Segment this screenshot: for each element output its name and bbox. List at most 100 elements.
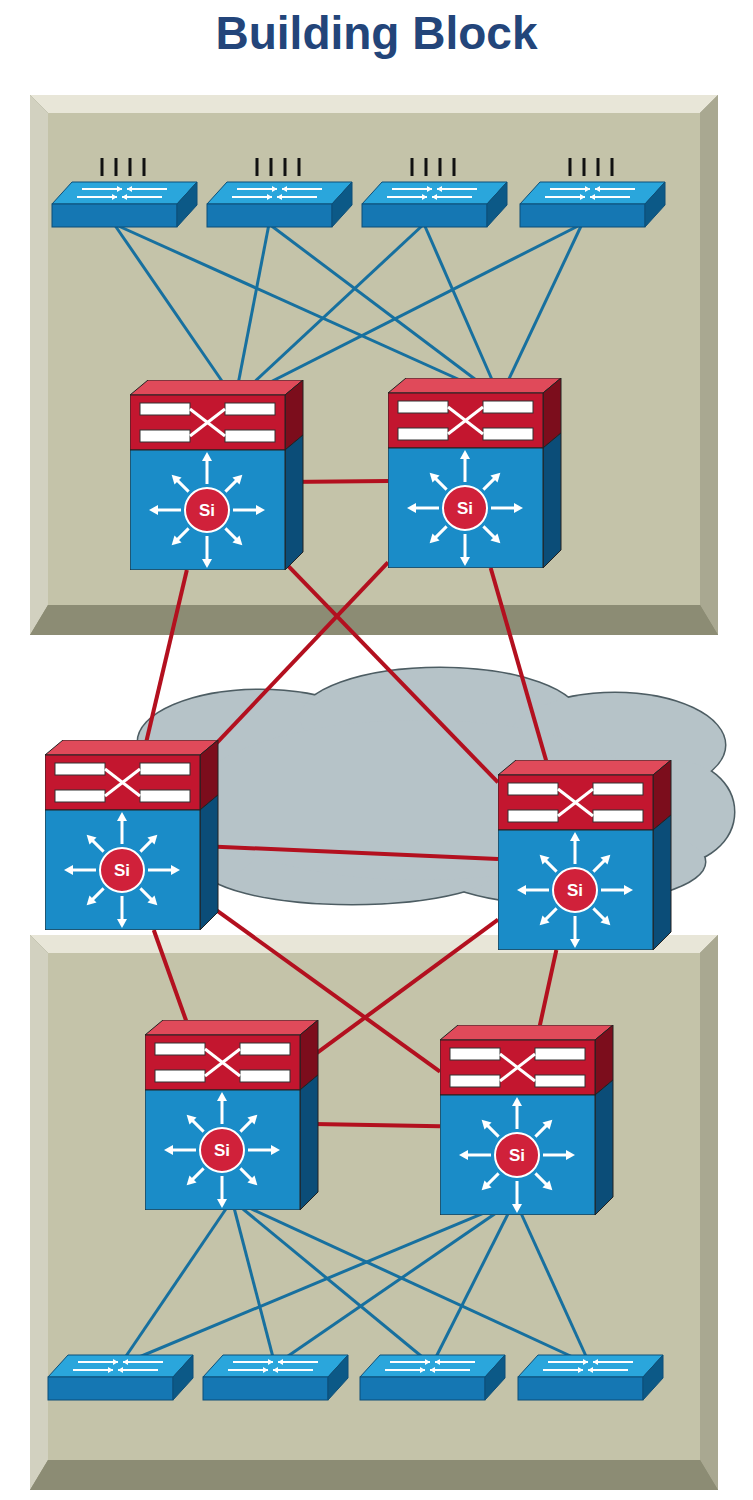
arrow-head <box>585 186 590 192</box>
arrow-stroke <box>545 196 585 198</box>
switch-side-blue <box>543 433 561 568</box>
switch-side <box>487 182 507 227</box>
si-badge <box>553 868 597 912</box>
switch-label: Si <box>509 1147 525 1164</box>
arrow-stroke <box>435 1361 475 1363</box>
radial-arrow-head <box>187 1115 197 1125</box>
arrow-head <box>127 186 132 192</box>
radial-arrow-head <box>482 1120 492 1130</box>
trunk-link <box>200 562 388 760</box>
panel-face <box>48 953 700 1460</box>
arrow-head <box>278 1359 283 1365</box>
access-uplink <box>275 1200 515 1365</box>
trunk-link <box>200 846 498 859</box>
arrow-stroke <box>127 188 167 190</box>
arrow-stroke <box>233 1361 273 1363</box>
access-uplink <box>500 224 582 398</box>
radial-arrow-head <box>490 533 500 543</box>
arrow-head <box>422 194 427 200</box>
port-tick <box>284 158 287 176</box>
radial-arrow-head <box>232 475 242 485</box>
arrow-stroke <box>228 1369 268 1371</box>
switch-module <box>388 448 543 568</box>
port-tick <box>425 158 428 176</box>
switch-module <box>498 830 653 950</box>
arrow-head <box>263 1367 268 1373</box>
radial-arrow <box>248 1149 274 1152</box>
switch-top <box>52 182 197 204</box>
trunk-link <box>285 563 498 783</box>
radial-arrow <box>491 507 517 510</box>
radial-arrow-head <box>87 835 97 845</box>
arrow-head <box>425 1359 430 1365</box>
arrow-stroke <box>385 1369 425 1371</box>
radial-arrow-head <box>490 473 500 483</box>
radial-arrow-head <box>542 1180 552 1190</box>
access-uplink <box>232 1200 275 1365</box>
module-cross <box>105 769 140 796</box>
radial-arrow <box>543 1154 569 1157</box>
router-module <box>45 755 200 810</box>
module-cross <box>558 789 593 816</box>
radial-arrow-head <box>514 503 523 513</box>
switch-top <box>45 740 218 755</box>
radial-arrow <box>574 916 577 942</box>
access-switch <box>207 158 352 227</box>
switch-side <box>332 182 352 227</box>
radial-arrow <box>574 838 577 864</box>
switch-front <box>207 204 332 227</box>
arrow-head <box>122 194 127 200</box>
port-tick <box>270 158 273 176</box>
radial-arrow-head <box>430 533 440 543</box>
radial-arrow <box>155 509 181 512</box>
radial-arrow <box>206 458 209 484</box>
panel-face <box>30 95 718 113</box>
arrow-stroke <box>277 196 317 198</box>
arrow-head <box>583 1359 588 1365</box>
arrow-head <box>427 186 432 192</box>
switch-top <box>48 1355 193 1377</box>
switch-top <box>130 380 303 395</box>
access-switch <box>48 1355 193 1400</box>
si-badge <box>495 1133 539 1177</box>
radial-arrow-head <box>172 475 182 485</box>
switch-front <box>48 1377 173 1400</box>
port-tick <box>411 158 414 176</box>
panel-face <box>30 605 718 635</box>
trunk-link <box>491 568 551 775</box>
radial-arrow <box>413 507 439 510</box>
router-module <box>498 775 653 830</box>
si-badge <box>185 488 229 532</box>
switch-side-blue <box>595 1080 613 1215</box>
switch-icon <box>498 760 673 950</box>
router-module <box>130 395 285 450</box>
arrow-stroke <box>82 188 122 190</box>
multilayer-switch: Si <box>45 740 220 930</box>
radial-arrow <box>121 818 124 844</box>
arrow-head <box>432 194 437 200</box>
switch-label: Si <box>457 500 473 517</box>
switch-top <box>207 182 352 204</box>
radial-arrow-head <box>87 895 97 905</box>
switch-top <box>518 1355 663 1377</box>
module-bar <box>483 401 533 413</box>
module-bar <box>535 1075 585 1087</box>
arrow-head <box>117 186 122 192</box>
si-badge <box>100 848 144 892</box>
radial-arrow-head <box>512 1204 522 1213</box>
arrow-head <box>113 1359 118 1365</box>
switch-side <box>173 1355 193 1400</box>
module-bar <box>55 790 105 802</box>
panel-face <box>30 95 48 635</box>
radial-arrow-head <box>217 1199 227 1208</box>
si-label-holder: Si <box>497 1135 537 1175</box>
switch-side-blue <box>285 435 303 570</box>
port-tick <box>115 158 118 176</box>
arrow-stroke <box>273 1369 313 1371</box>
title: Building Block <box>0 6 753 60</box>
arrow-stroke <box>590 196 630 198</box>
radial-arrow <box>465 1154 491 1157</box>
arrow-head <box>595 186 600 192</box>
